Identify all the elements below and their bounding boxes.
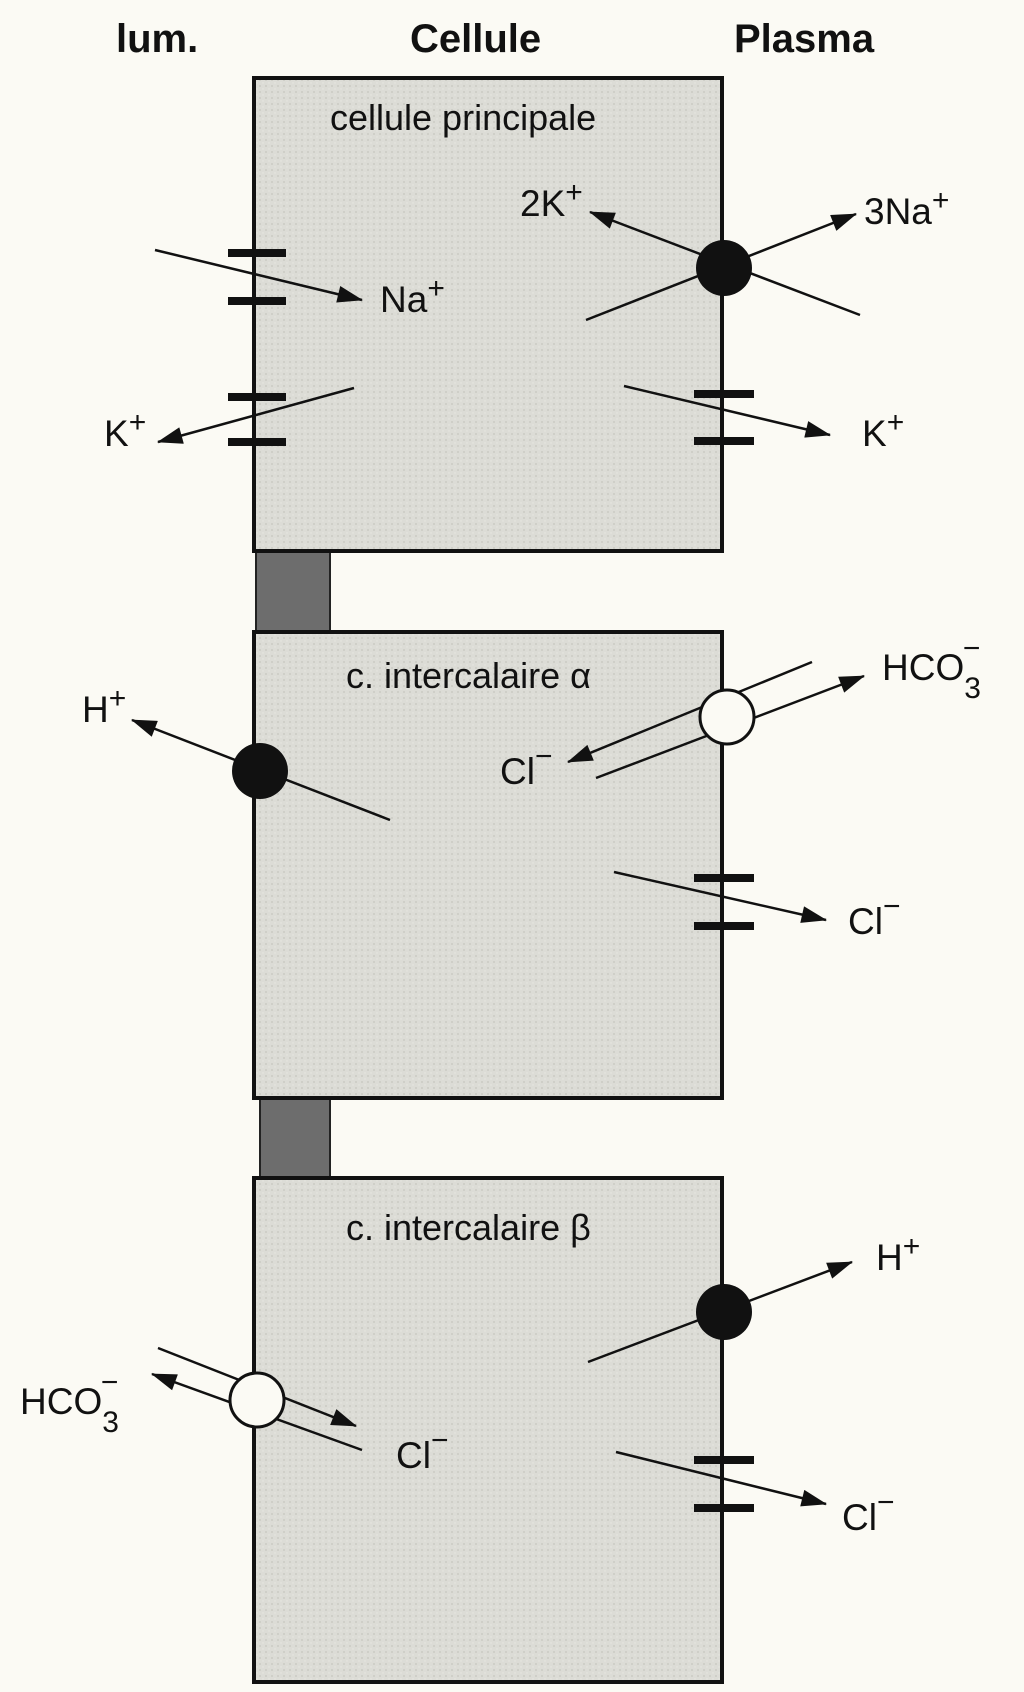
h-atpase-pump-apical [232, 743, 288, 799]
cl-hco3-exchanger-apical [228, 1371, 286, 1429]
label-hco3-apical: HCO3− [20, 1366, 119, 1439]
label-k-apical: K+ [104, 406, 146, 454]
principal-cell-title: cellule principale [330, 97, 596, 138]
label-k-basal: K+ [862, 406, 904, 454]
tight-junction-upper [255, 551, 331, 633]
label-na-apical: Na+ [380, 272, 445, 320]
alpha-cell-title: c. intercalaire α [346, 655, 591, 696]
cl-exchanger-influx-arrow [567, 660, 813, 764]
label-3na-pump: 3Na+ [864, 184, 949, 232]
alpha-intercalated-cell: c. intercalaire α H+ HCO3− Cl− Cl− [82, 630, 981, 1100]
principal-cell: cellule principale Na+ K+ 2K+ 3Na+ K+ [104, 76, 949, 553]
label-h-basal: H+ [876, 1230, 920, 1278]
beta-cell-body [252, 1176, 724, 1684]
label-2k-pump: 2K+ [520, 176, 583, 224]
na-k-atpase-pump [696, 240, 752, 296]
cl-alpha-basal-efflux-arrow [613, 870, 828, 923]
alpha-cell-body [252, 630, 724, 1100]
k-basal-efflux-arrow [623, 384, 832, 438]
label-cl-alpha-basal: Cl− [848, 890, 900, 942]
label-hco3-basal: HCO3− [882, 632, 981, 705]
cl-beta-basal-efflux-arrow [615, 1450, 828, 1507]
h-atpase-pump-basal [696, 1284, 752, 1340]
header-plasma: Plasma [734, 17, 875, 61]
label-cl-exchanger-alpha: Cl− [500, 740, 552, 792]
label-cl-beta-basal: Cl− [842, 1486, 894, 1538]
label-h-apical: H+ [82, 682, 126, 730]
k-apical-efflux-arrow [156, 386, 355, 444]
na-influx-arrow [154, 248, 364, 303]
header-lumen: lum. [116, 17, 198, 61]
label-cl-exchanger-beta: Cl− [396, 1424, 448, 1476]
cl-hco3-exchanger-basal [698, 688, 756, 746]
tight-junction-lower [259, 1097, 331, 1179]
beta-cell-title: c. intercalaire β [346, 1207, 591, 1248]
header-cell: Cellule [410, 17, 541, 61]
principal-cell-body [252, 76, 724, 553]
beta-intercalated-cell: c. intercalaire β H+ HCO3− Cl− Cl− [20, 1176, 920, 1684]
